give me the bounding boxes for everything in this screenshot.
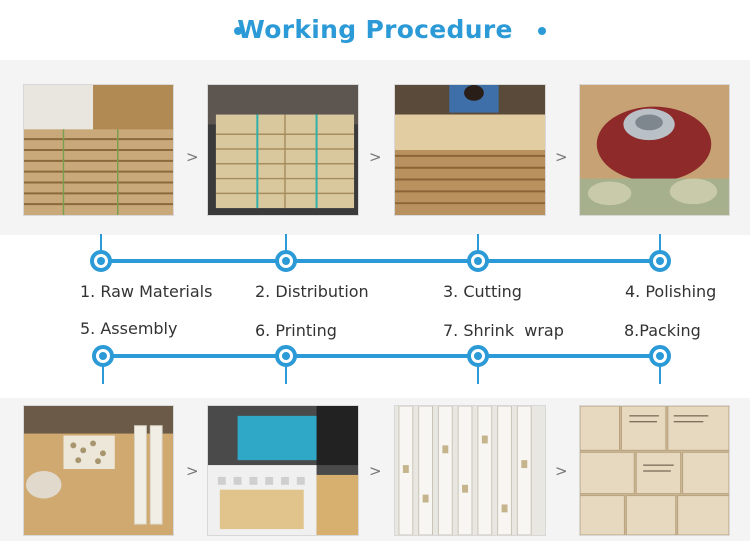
printing-photo	[207, 405, 359, 536]
timeline-stem	[659, 234, 661, 258]
distribution-photo	[207, 84, 359, 216]
title-dot-left	[234, 27, 242, 35]
timeline-node-step-4	[649, 250, 671, 272]
title-dot-right	[538, 27, 546, 35]
page-title: Working Procedure	[237, 15, 513, 44]
timeline-stem	[102, 360, 104, 384]
timeline-node-step-5	[92, 345, 114, 367]
timeline-stem	[477, 360, 479, 384]
timeline-line-bottom	[100, 354, 660, 358]
timeline-stem	[659, 360, 661, 384]
step-label-printing: 6. Printing	[255, 321, 337, 340]
arrow-right-icon: >	[555, 148, 568, 166]
header: Working Procedure	[0, 10, 750, 50]
step-label-shrink-wrap: 7. Shrink wrap	[443, 321, 564, 340]
step-label-assembly: 5. Assembly	[80, 319, 178, 338]
shrink-wrap-photo	[394, 405, 546, 536]
raw-materials-photo	[23, 84, 174, 216]
arrow-right-icon: >	[186, 462, 199, 480]
timeline-line-top	[100, 259, 660, 263]
arrow-right-icon: >	[186, 148, 199, 166]
step-label-distribution: 2. Distribution	[255, 282, 369, 301]
step-label-cutting: 3. Cutting	[443, 282, 522, 301]
timeline-stem	[285, 360, 287, 384]
timeline-node-step-2	[275, 250, 297, 272]
polishing-photo	[579, 84, 730, 216]
timeline-node-step-6	[275, 345, 297, 367]
step-label-polishing: 4. Polishing	[625, 282, 717, 301]
assembly-photo	[23, 405, 174, 536]
timeline-node-step-7	[467, 345, 489, 367]
arrow-right-icon: >	[369, 462, 382, 480]
timeline-stem	[477, 234, 479, 258]
cutting-photo	[394, 84, 546, 216]
packing-photo	[579, 405, 730, 536]
arrow-right-icon: >	[555, 462, 568, 480]
arrow-right-icon: >	[369, 148, 382, 166]
timeline-stem	[100, 234, 102, 258]
timeline-node-step-3	[467, 250, 489, 272]
step-label-raw-materials: 1. Raw Materials	[80, 282, 213, 301]
step-label-packing: 8.Packing	[624, 321, 701, 340]
timeline-node-step-1	[90, 250, 112, 272]
timeline-stem	[285, 234, 287, 258]
timeline-node-step-8	[649, 345, 671, 367]
